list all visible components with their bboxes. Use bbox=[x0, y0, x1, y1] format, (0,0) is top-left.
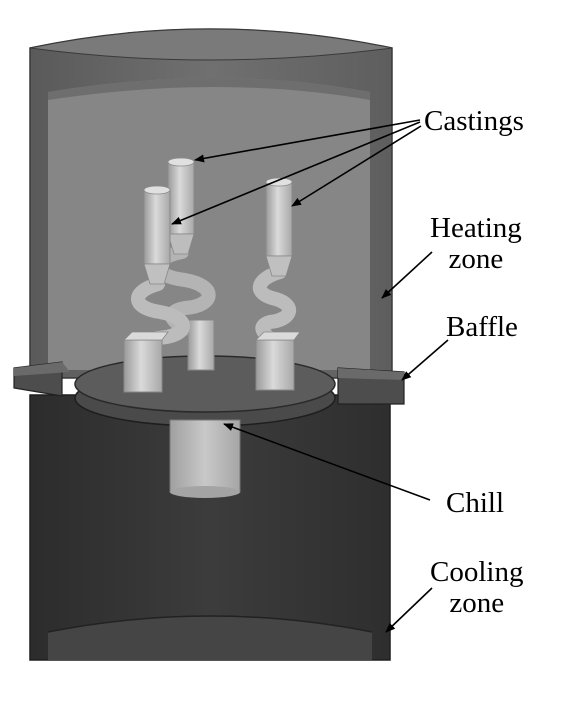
castings-label: Castings bbox=[424, 105, 524, 137]
cooling-zone-label-line1: Cooling bbox=[430, 556, 524, 588]
castings bbox=[123, 157, 301, 393]
heating-zone-arrow bbox=[381, 251, 433, 299]
heating-zone-label-line1: Heating bbox=[430, 212, 522, 244]
baffle-label: Baffle bbox=[446, 311, 518, 343]
baffle bbox=[13, 361, 405, 405]
chill-arrow bbox=[223, 423, 431, 501]
cooling-zone bbox=[29, 394, 391, 661]
chill-rod bbox=[169, 419, 241, 498]
cooling-zone-label-line2: zone bbox=[449, 587, 505, 619]
castings-arrow-2 bbox=[171, 121, 421, 225]
heating-zone bbox=[29, 28, 393, 379]
cooling-zone-label: Cooling zone bbox=[430, 557, 523, 619]
heating-zone-label: Heating zone bbox=[430, 213, 522, 275]
baffle-arrow bbox=[401, 339, 449, 381]
chill-label: Chill bbox=[446, 487, 505, 519]
heating-zone-label-line2: zone bbox=[448, 243, 504, 275]
castings-arrow-3 bbox=[291, 125, 422, 207]
leader-lines bbox=[171, 119, 449, 633]
cooling-zone-arrow bbox=[385, 587, 433, 633]
castings-arrow-1 bbox=[194, 119, 421, 163]
